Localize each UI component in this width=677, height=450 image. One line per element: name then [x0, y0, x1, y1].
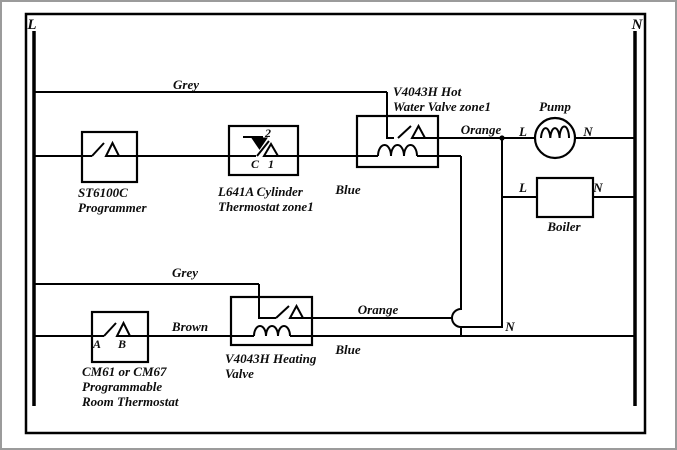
roomstat-terminal-b-label: B	[117, 337, 126, 351]
room-thermostat-label-line1: CM61 or CM67	[82, 364, 167, 379]
cylstat-terminal1-label: 1	[268, 157, 274, 171]
roomstat-switch-blade-icon	[103, 322, 117, 337]
hwvalve-switch-contact-icon	[410, 123, 427, 139]
neutral-node-label: N	[504, 319, 515, 334]
cylstat-terminalC-label: C	[251, 157, 260, 171]
programmer-label-line1: ST6100C	[78, 185, 128, 200]
cylinder-thermostat-label-line1: L641A Cylinder	[217, 184, 304, 199]
cylstat-contact2-icon	[251, 137, 268, 150]
hw-blue-return-wire	[417, 155, 462, 336]
heating-valve-label-line1: V4043H Heating	[225, 351, 317, 366]
pump-coil-icon	[540, 125, 570, 139]
pump-terminal-n-label: N	[582, 124, 593, 139]
programmer-switch-contact-icon	[104, 140, 121, 157]
pump-circle	[533, 116, 577, 160]
hot-water-valve-box	[355, 114, 440, 169]
hot-water-valve-label-line1: V4043H Hot	[393, 84, 462, 99]
hw-grey-wire	[34, 91, 394, 139]
boiler-box	[535, 176, 595, 219]
heating-valve-label-line2: Valve	[225, 366, 254, 381]
pump-label: Pump	[539, 99, 571, 114]
cylstat-switch-blade-icon	[256, 140, 270, 157]
diagram-border	[24, 12, 647, 435]
chvalve-switch-contact-icon	[288, 303, 305, 319]
programmer-box	[80, 130, 139, 184]
ch-orange-wire-label: Orange	[358, 302, 399, 317]
boiler-terminal-n-label: N	[592, 180, 603, 195]
boiler-terminal-l-label: L	[518, 180, 527, 195]
pump-terminal-l-label: L	[518, 124, 527, 139]
cylinder-thermostat-label-line2: Thermostat zone1	[218, 199, 314, 214]
roomstat-terminal-a-label: A	[92, 337, 101, 351]
room-thermostat-box	[90, 310, 150, 364]
hw-blue-wire-label: Blue	[334, 182, 361, 197]
hwvalve-switch-blade-icon	[397, 125, 412, 139]
chvalve-switch-blade-icon	[275, 305, 290, 319]
live-rail-label: L	[26, 17, 36, 33]
chvalve-motor-coil-icon	[253, 325, 291, 337]
boiler-label: Boiler	[546, 219, 581, 234]
ch-grey-wire-label: Grey	[172, 265, 198, 280]
programmer-label-line2: Programmer	[78, 200, 148, 215]
room-thermostat-label-line2: Programmable	[82, 379, 162, 394]
heating-valve-box	[229, 295, 314, 347]
programmer-switch-blade-icon	[91, 142, 105, 157]
ch-grey-wire	[34, 283, 276, 319]
hot-water-valve-label-line2: Water Valve zone1	[393, 99, 491, 114]
hw-orange-wire-label: Orange	[461, 122, 502, 137]
orange-junction-dot	[499, 135, 505, 141]
ch-brown-wire-label: Brown	[171, 319, 208, 334]
hw-grey-wire-label: Grey	[173, 77, 199, 92]
cylinder-thermostat-box	[227, 124, 300, 177]
roomstat-switch-contact-icon	[115, 320, 132, 337]
hwvalve-motor-coil-icon	[377, 144, 418, 157]
pump-boiler-feed-wire	[461, 138, 503, 328]
neutral-rail-label: N	[631, 17, 644, 33]
cylstat-contact1-icon	[262, 142, 280, 157]
cylstat-terminal2-label: 2	[264, 126, 271, 140]
room-thermostat-label-line3: Room Thermostat	[81, 394, 179, 409]
ch-blue-wire-label: Blue	[334, 342, 361, 357]
